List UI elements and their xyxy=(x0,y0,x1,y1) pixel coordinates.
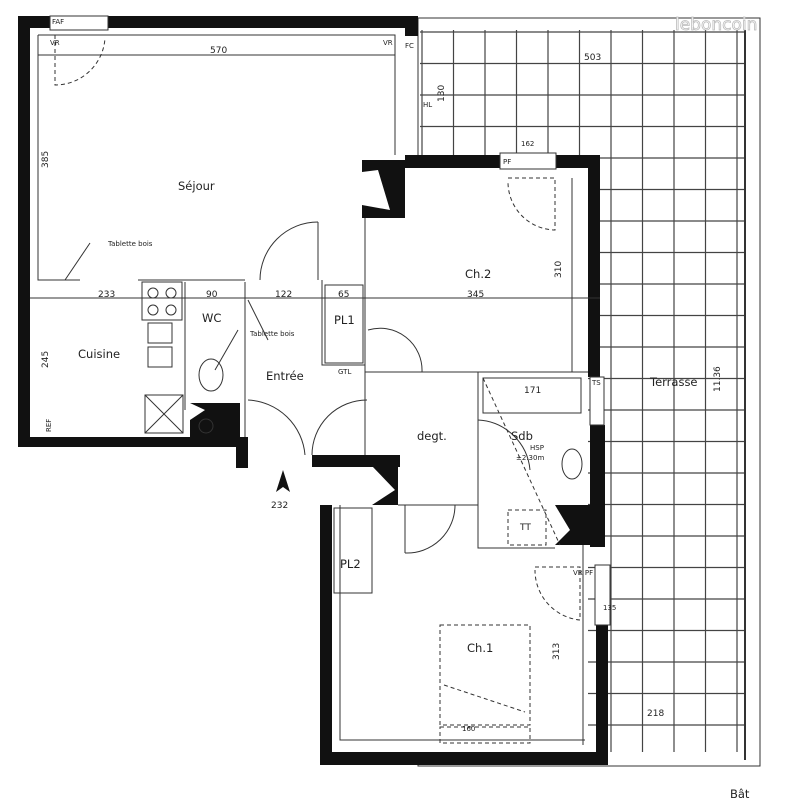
room-label-tt: TT xyxy=(519,523,531,533)
dim-245: 245 xyxy=(41,351,51,368)
note-hl: HL xyxy=(423,101,432,109)
doors xyxy=(54,35,581,621)
room-label-pl2: PL2 xyxy=(340,557,361,571)
dim-122: 122 xyxy=(275,290,292,300)
note-ts: TS xyxy=(591,379,601,387)
dim-385: 385 xyxy=(41,151,51,168)
room-label-entree: Entrée xyxy=(266,369,304,383)
note-vr-1: VR xyxy=(50,39,60,47)
dim-310: 310 xyxy=(554,261,564,278)
room-label-pl1: PL1 xyxy=(334,313,355,327)
dim-90: 90 xyxy=(206,290,218,300)
dim-130: 130 xyxy=(437,85,447,102)
dim-233: 233 xyxy=(98,290,115,300)
room-label-cuisine: Cuisine xyxy=(78,347,120,361)
water-heater xyxy=(198,418,214,434)
note-tablette-bois-2: Tablette bois xyxy=(249,330,295,338)
building-label-partial: Bât xyxy=(730,787,750,800)
note-pf: PF xyxy=(503,158,511,166)
room-label-ch1: Ch.1 xyxy=(467,641,493,655)
room-label-degt: degt. xyxy=(417,429,447,443)
north-value: 232 xyxy=(271,501,288,511)
bathtub xyxy=(482,377,582,414)
dim-135: 135 xyxy=(603,604,616,612)
dim-162: 162 xyxy=(521,140,534,148)
toilet xyxy=(198,358,224,392)
room-label-sejour: Séjour xyxy=(178,179,215,193)
room-label-gtl: GTL xyxy=(338,368,351,376)
room-label-wc: WC xyxy=(202,311,221,325)
dim-65: 65 xyxy=(338,290,349,300)
washbasin xyxy=(561,448,583,480)
watermark-logo: leboncoin xyxy=(675,15,757,35)
fixtures xyxy=(64,242,583,744)
window-ts xyxy=(589,376,605,426)
north-arrow-icon xyxy=(276,470,290,492)
bed xyxy=(439,624,531,726)
dim-1136: 11.36 xyxy=(713,366,723,392)
dim-503: 503 xyxy=(584,53,601,63)
note-vr-pf: VR PF xyxy=(573,569,593,577)
note-hsp-value: ±2.30m xyxy=(516,454,544,462)
room-label-sdb: Sdb xyxy=(511,429,533,443)
window-pf xyxy=(499,152,557,170)
dim-160: 160 xyxy=(462,725,475,733)
note-faf: FAF xyxy=(52,18,64,26)
dim-570: 570 xyxy=(210,46,227,56)
room-label-ch2: Ch.2 xyxy=(465,267,491,281)
note-ref: REF xyxy=(45,419,53,432)
dim-218: 218 xyxy=(647,709,664,719)
dim-171: 171 xyxy=(524,386,541,396)
walls xyxy=(18,16,608,765)
note-tablette-bois-1: Tablette bois xyxy=(107,240,153,248)
apartment-floor xyxy=(30,28,588,752)
dim-345: 345 xyxy=(467,290,484,300)
dim-313: 313 xyxy=(552,643,562,660)
note-fc: FC xyxy=(405,42,414,50)
note-vr-2: VR xyxy=(383,39,393,47)
note-hsp: HSP xyxy=(530,444,544,452)
room-label-terrasse: Terrasse xyxy=(649,375,698,389)
partitions xyxy=(30,34,600,745)
window-faf xyxy=(49,15,109,31)
window-vr-pf xyxy=(594,564,611,626)
